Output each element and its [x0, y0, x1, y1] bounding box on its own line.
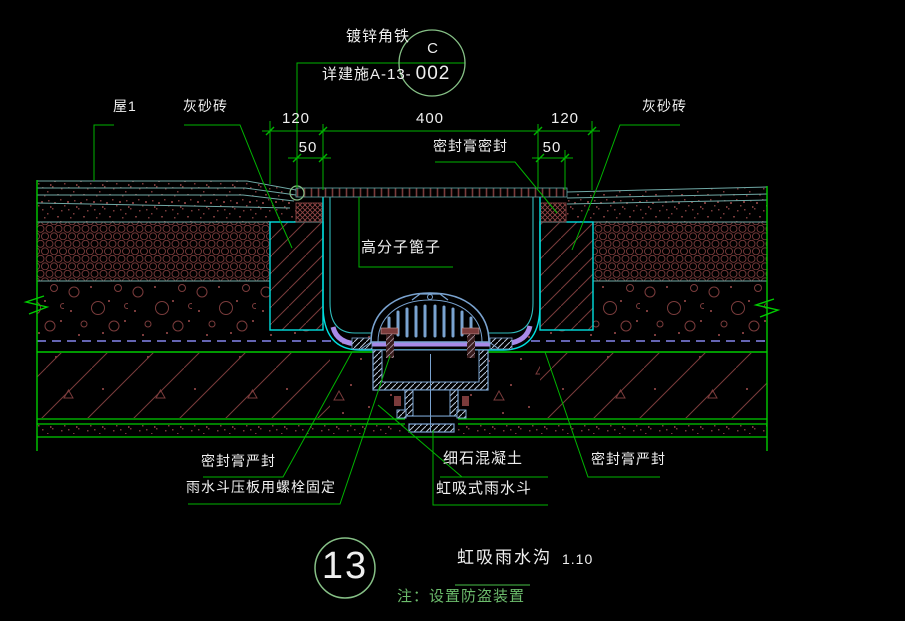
clamp-bolts [380, 327, 480, 358]
dim-400: 400 [415, 110, 445, 127]
break-symbol-right [753, 298, 781, 318]
leader-sealant-right [544, 351, 660, 478]
label-sealant-right: 密封膏严封 [591, 451, 666, 467]
leader-sealant-left [203, 351, 353, 478]
ceiling-plaster-band [37, 418, 767, 438]
leader-brick-left [184, 124, 293, 249]
membrane-in-gutter [330, 325, 533, 350]
leader-bolt-fixing [188, 355, 391, 505]
label-bolt-fixing: 雨水斗压板用螺栓固定 [186, 479, 336, 495]
screed-layers-left [36, 180, 297, 222]
screed-layers-right [566, 186, 768, 222]
detail-bubble-top [398, 29, 466, 97]
detail-bubble-number: 002 [415, 63, 451, 84]
leader-fine-concrete [377, 404, 548, 478]
label-siphon-hopper: 虹吸式雨水斗 [436, 480, 533, 497]
leader-lines [93, 62, 680, 506]
leader-brick-right [571, 124, 680, 251]
leader-roof-label [93, 124, 114, 181]
label-polymer-grate: 高分子篦子 [361, 239, 442, 256]
detail-bubble-letter: C [427, 40, 439, 57]
ceiling-plaster-speckle [37, 425, 767, 434]
label-galvanized-angle-iron: 镀锌角铁 [346, 28, 411, 45]
section-edges [23, 180, 781, 451]
break-symbol-left [23, 295, 50, 315]
title-detail-number: 13 [321, 545, 369, 587]
brick-block-left [269, 221, 324, 331]
leader-siphon-hopper [432, 430, 548, 506]
detail-bubble-title [314, 537, 530, 599]
angle-iron-grate-bar [289, 185, 568, 201]
leader-sealant-top [435, 161, 558, 214]
brick-block-right [539, 221, 594, 331]
leader-angle-iron [296, 62, 465, 188]
label-detail-ref: 详建施A-13- [322, 66, 412, 83]
label-roof: 屋1 [113, 98, 137, 114]
dim-50-right: 50 [542, 139, 562, 156]
dome-grate [360, 292, 500, 350]
sealant-block-left [295, 202, 323, 223]
dimension-lines [262, 121, 600, 190]
title-text: 虹吸雨水沟 [457, 548, 552, 567]
label-fine-concrete: 细石混凝土 [443, 450, 524, 467]
label-sealant-left: 密封膏严封 [201, 453, 276, 469]
title-note: 注：设置防盗装置 [397, 588, 526, 605]
insulation-honeycomb [37, 221, 767, 282]
title-scale: 1.10 [562, 551, 594, 567]
label-sealant-top: 密封膏密封 [433, 138, 508, 154]
dim-50-left: 50 [298, 139, 318, 156]
leader-polymer-grate [358, 197, 453, 268]
dim-120-right: 120 [550, 110, 580, 127]
label-brick-right: 灰砂砖 [642, 98, 687, 114]
sealant-block-right [539, 202, 567, 223]
label-brick-left: 灰砂砖 [183, 98, 228, 114]
dim-120-left: 120 [281, 110, 311, 127]
